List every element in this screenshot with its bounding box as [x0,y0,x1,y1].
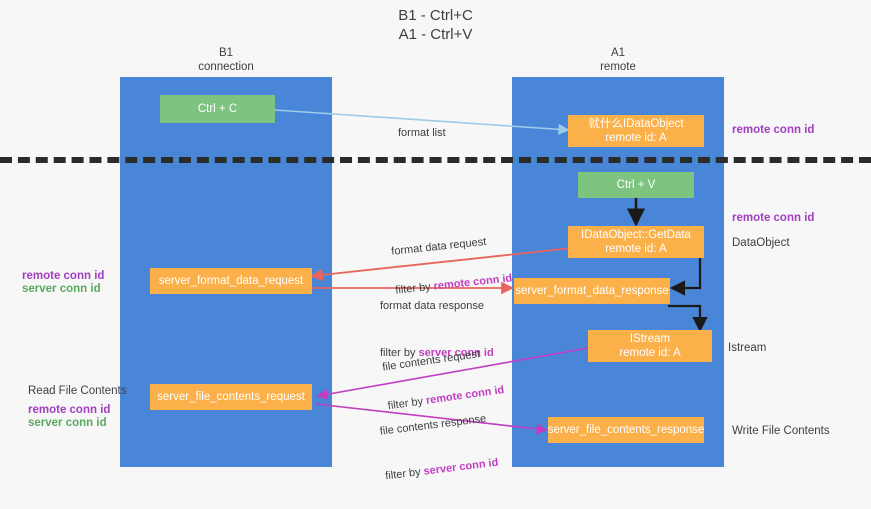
node-idataobject[interactable]: 就什么IDataObject remote id: A [568,115,704,147]
edge-label-file-contents-response: file contents response filter by server … [376,386,502,509]
page-title: B1 - Ctrl+C A1 - Ctrl+V [398,7,473,43]
filter-key-server-conn-id-2: server conn id [422,456,499,478]
annotation-left-read-file-contents: Read File Contents [28,385,127,397]
node-server-format-data-response[interactable]: server_format_data_response [514,278,670,304]
node-ctrl-v[interactable]: Ctrl + V [578,172,694,198]
connector-layer [274,109,708,435]
annotation-left-remote-conn-id-2: remote conn id [28,404,111,416]
node-server-file-contents-response[interactable]: server_file_contents_response [548,417,704,443]
filter-by-text-4: filter by [384,465,425,483]
node-ctrl-c[interactable]: Ctrl + C [160,95,275,123]
annotation-left-remote-conn-id: remote conn id [22,270,105,282]
annotation-right-remote-conn-id-middle: remote conn id [732,212,815,224]
node-getdata[interactable]: IDataObject::GetData remote id: A [568,226,704,258]
filter-by-text-2: filter by [380,347,419,359]
annotation-right-write-file-contents: Write File Contents [732,425,830,437]
annotation-right-dataobject: DataObject [732,237,790,249]
filter-key-server-conn-id: server conn id [418,347,494,359]
annotation-left-server-conn-id: server conn id [22,283,101,295]
connector-file-contents-response [315,403,548,435]
edge-label-format-list-line1: format list [398,127,446,139]
node-istream[interactable]: IStream remote id: A [588,330,712,362]
annotation-left-server-conn-id-2: server conn id [28,417,107,429]
section-separator [0,157,871,163]
column-header-a1: A1 remote [600,47,636,73]
edge-label-format-list: format list [398,101,446,166]
edge-label-file-contents-response-line1: file contents response [379,412,487,438]
node-server-format-data-request[interactable]: server_format_data_request [150,268,312,294]
edge-label-format-data-response-line2: filter by server conn id [380,347,494,360]
connector-format-list [274,109,570,135]
connector-getdata-down [669,256,702,296]
diagram-canvas: B1 - Ctrl+C A1 - Ctrl+V B1 connection A1… [0,7,871,482]
edge-label-file-contents-request-line1: file contents request [381,348,481,374]
connector-file-contents-request [316,347,589,400]
annotation-right-istream: Istream [728,342,767,354]
column-header-b1: B1 connection [198,47,254,73]
node-server-file-contents-request[interactable]: server_file_contents_request [150,384,312,410]
connector-response-istream [668,304,708,333]
edge-label-format-data-request-line1: format data request [390,235,487,258]
edge-label-file-contents-response-line2: filter by server conn id [385,457,499,484]
edge-label-format-data-response-line1: format data response [380,300,484,312]
connector-format-data-request [310,247,573,282]
annotation-right-remote-conn-id-top: remote conn id [732,124,815,136]
edge-label-format-data-response: format data response filter by server co… [380,274,494,386]
